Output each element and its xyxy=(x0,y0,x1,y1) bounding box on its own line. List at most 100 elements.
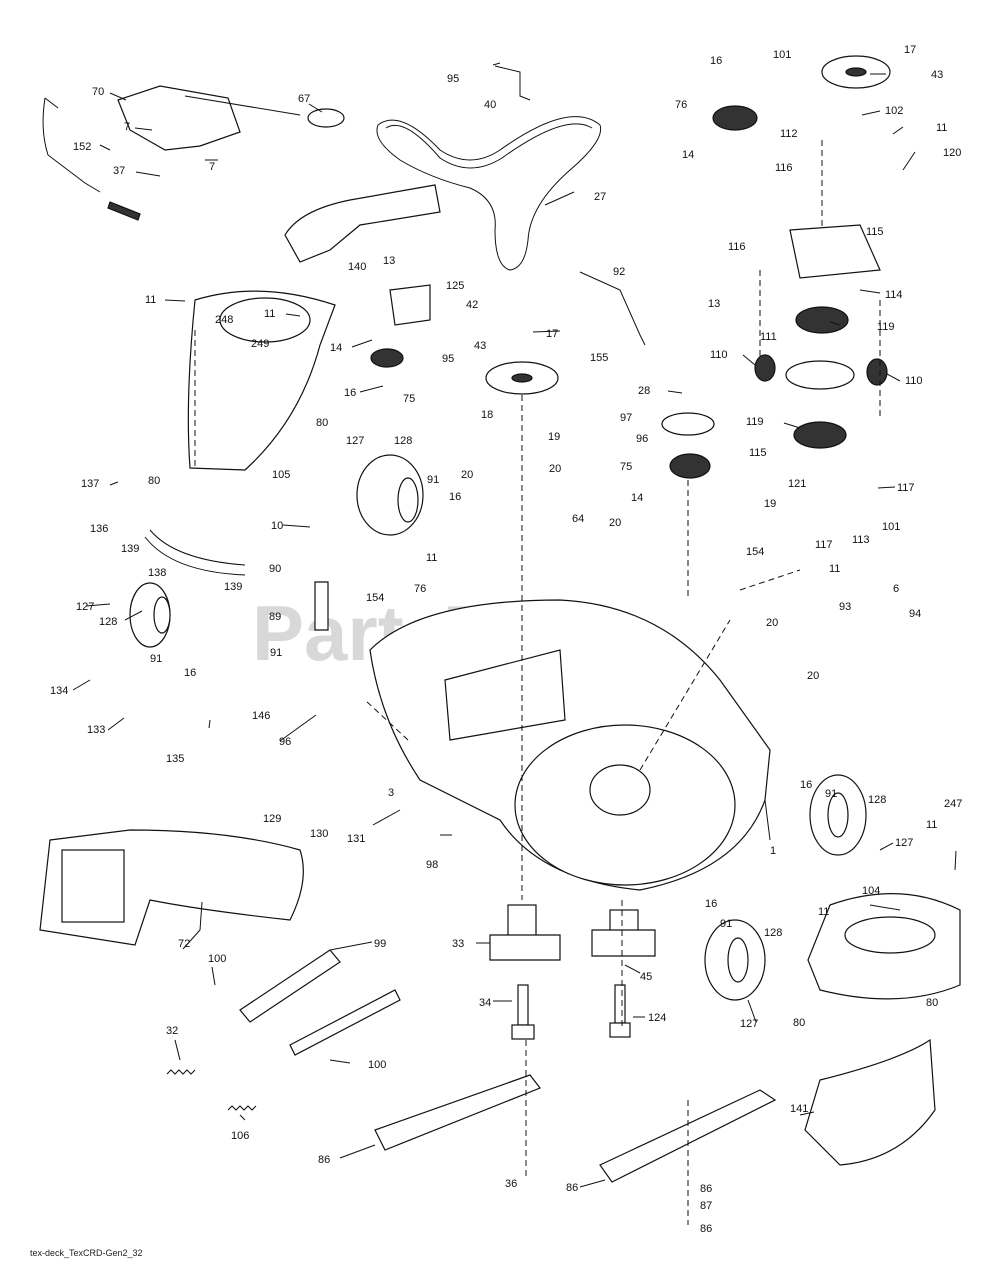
callout-94: 94 xyxy=(909,608,921,620)
callout-86: 86 xyxy=(700,1183,712,1195)
callout-43: 43 xyxy=(931,69,943,81)
callout-102: 102 xyxy=(885,105,903,117)
callout-110: 110 xyxy=(905,375,923,387)
callout-16: 16 xyxy=(449,491,461,503)
callout-32: 32 xyxy=(166,1025,178,1037)
callout-125: 125 xyxy=(446,280,464,292)
callout-75: 75 xyxy=(403,393,415,405)
callout-128: 128 xyxy=(868,794,886,806)
callout-16: 16 xyxy=(184,667,196,679)
callout-111: 111 xyxy=(760,331,777,343)
callout-115: 115 xyxy=(749,447,767,459)
callout-110: 110 xyxy=(710,349,728,361)
callout-86: 86 xyxy=(700,1223,712,1235)
callout-141: 141 xyxy=(790,1103,808,1115)
callout-11: 11 xyxy=(926,819,937,831)
callout-131: 131 xyxy=(347,833,365,845)
callout-99: 99 xyxy=(374,938,386,950)
callout-6: 6 xyxy=(893,583,899,595)
callout-85: 86 xyxy=(566,1182,578,1194)
callout-85: 86 xyxy=(318,1154,330,1166)
callout-127: 127 xyxy=(76,601,94,613)
callout-105: 105 xyxy=(272,469,290,481)
callout-91: 91 xyxy=(720,918,732,930)
callout-91: 91 xyxy=(427,474,439,486)
callout-100: 100 xyxy=(368,1059,386,1071)
assembly-centerlines xyxy=(194,140,881,1225)
callout-121: 121 xyxy=(788,478,806,490)
callout-138: 138 xyxy=(148,567,166,579)
callout-14: 14 xyxy=(330,342,342,354)
callout-13: 13 xyxy=(708,298,720,310)
callout-11: 11 xyxy=(818,906,829,918)
callout-20: 20 xyxy=(766,617,778,629)
callout-17: 17 xyxy=(904,44,916,56)
callout-127: 127 xyxy=(895,837,913,849)
callout-19: 19 xyxy=(764,498,776,510)
callout-95: 95 xyxy=(447,73,459,85)
callout-136: 136 xyxy=(90,523,108,535)
callout-140: 140 xyxy=(348,261,366,273)
callout-7: 7 xyxy=(209,161,215,173)
callout-80: 80 xyxy=(793,1017,805,1029)
callout-249: 249 xyxy=(251,338,269,350)
callout-87: 87 xyxy=(700,1200,712,1212)
callout-152: 152 xyxy=(73,141,91,153)
callout-116: 116 xyxy=(775,162,793,174)
callout-36: 36 xyxy=(505,1178,517,1190)
callout-20: 20 xyxy=(807,670,819,682)
callout-11: 11 xyxy=(264,308,275,320)
callout-17: 17 xyxy=(546,328,558,340)
callout-90: 90 xyxy=(269,563,281,575)
callout-129: 129 xyxy=(263,813,281,825)
callout-16: 16 xyxy=(710,55,722,67)
callout-labels: 70 67 7 152 37 7 95 40 27 140 13 125 42 … xyxy=(50,44,962,1235)
callout-119: 119 xyxy=(746,416,764,428)
callout-11: 11 xyxy=(145,294,156,306)
callout-64: 64 xyxy=(572,513,584,525)
callout-128: 128 xyxy=(394,435,412,447)
callout-92: 92 xyxy=(613,266,625,278)
callout-40: 40 xyxy=(484,99,496,111)
callout-137: 137 xyxy=(81,478,99,490)
callout-127: 127 xyxy=(346,435,364,447)
callout-91: 91 xyxy=(825,788,837,800)
callout-146: 146 xyxy=(252,710,270,722)
callout-13: 13 xyxy=(383,255,395,267)
callout-37: 37 xyxy=(113,165,125,177)
callout-91: 91 xyxy=(270,647,282,659)
callout-11: 11 xyxy=(426,552,437,564)
callout-28: 28 xyxy=(638,385,650,397)
callout-119: 119 xyxy=(877,321,895,333)
callout-104: 104 xyxy=(862,885,880,897)
callout-20: 20 xyxy=(609,517,621,529)
callout-154: 154 xyxy=(366,592,384,604)
callout-67: 67 xyxy=(298,93,310,105)
callout-19: 19 xyxy=(548,431,560,443)
callout-135: 135 xyxy=(166,753,184,765)
callout-127: 127 xyxy=(740,1018,758,1030)
callout-114: 114 xyxy=(885,289,903,301)
callout-80: 80 xyxy=(926,997,938,1009)
callout-91: 91 xyxy=(150,653,162,665)
callout-10: 10 xyxy=(271,520,283,532)
callout-95: 95 xyxy=(442,353,454,365)
callout-11: 11 xyxy=(936,122,947,134)
callout-96: 96 xyxy=(636,433,648,445)
callout-120: 120 xyxy=(943,147,961,159)
callout-33: 33 xyxy=(452,938,464,950)
callout-72: 72 xyxy=(178,938,190,950)
leader-lines xyxy=(72,62,957,1188)
callout-7: 7 xyxy=(124,121,130,133)
callout-16: 16 xyxy=(344,387,356,399)
callout-3: 3 xyxy=(388,787,394,799)
callout-133: 133 xyxy=(87,724,105,736)
callout-101: 101 xyxy=(773,49,791,61)
callout-89: 89 xyxy=(269,611,281,623)
callout-76: 76 xyxy=(414,583,426,595)
callout-75: 75 xyxy=(620,461,632,473)
callout-42: 42 xyxy=(466,299,478,311)
callout-116: 116 xyxy=(728,241,746,253)
